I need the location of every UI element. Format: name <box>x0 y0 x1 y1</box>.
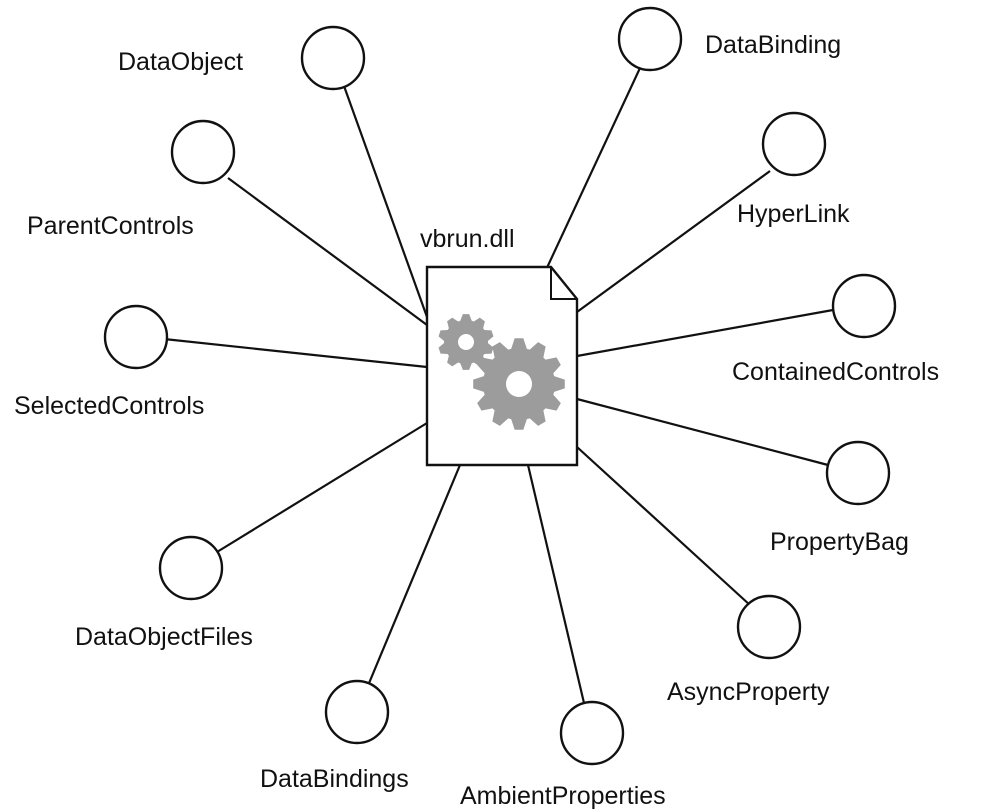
gear-hole <box>458 334 474 350</box>
node-circle <box>158 535 224 601</box>
node-circle <box>825 440 891 506</box>
node-label: HyperLink <box>737 200 850 228</box>
node-dataobjectfiles: DataObjectFiles <box>75 535 253 651</box>
node-hyperlink: HyperLink <box>737 111 850 228</box>
center-label: vbrun.dll <box>420 225 515 253</box>
connector-dataobjectfiles <box>216 422 428 553</box>
node-propertybag: PropertyBag <box>770 440 909 556</box>
node-label: AmbientProperties <box>460 782 666 810</box>
connector-selectedcontrols <box>163 337 428 369</box>
connector-dataobject <box>342 85 429 318</box>
node-label: ParentControls <box>27 212 194 240</box>
node-databinding: DataBinding <box>617 6 841 72</box>
node-containedcontrols: ContainedControls <box>732 273 939 386</box>
node-asyncproperty: AsyncProperty <box>667 594 830 706</box>
node-dataobject: DataObject <box>118 25 366 91</box>
connector-containedcontrols <box>576 308 834 358</box>
node-label: DataBindings <box>260 765 409 793</box>
connector-ambientproperties <box>526 464 586 704</box>
node-label: DataObject <box>118 48 243 76</box>
node-ambientproperties: AmbientProperties <box>460 700 666 810</box>
node-label: DataBinding <box>705 31 841 59</box>
large-gear-icon <box>473 338 565 430</box>
node-circle <box>617 6 683 72</box>
node-label: PropertyBag <box>770 528 909 556</box>
node-circle <box>559 700 625 766</box>
connector-hyperlink <box>576 170 771 313</box>
node-databindings: DataBindings <box>260 679 409 793</box>
node-label: DataObjectFiles <box>75 623 253 651</box>
connector-databinding <box>544 67 641 273</box>
connector-parentcontrols <box>227 177 428 326</box>
node-label: AsyncProperty <box>667 678 830 706</box>
gear-hole <box>506 371 532 397</box>
node-circle <box>103 304 169 370</box>
connector-propertybag <box>576 397 829 467</box>
node-circle <box>761 111 827 177</box>
connectors <box>163 67 834 704</box>
node-parentcontrols: ParentControls <box>27 119 236 240</box>
connector-asyncproperty <box>576 446 752 607</box>
node-circle <box>736 594 802 660</box>
node-circle <box>300 25 366 91</box>
node-circle <box>831 273 897 339</box>
small-gear-icon <box>438 314 494 370</box>
node-label: ContainedControls <box>732 358 939 386</box>
vbrun-dll-file: vbrun.dll <box>420 225 579 467</box>
node-circle <box>170 119 236 185</box>
file-corner-fold <box>550 267 577 300</box>
node-selectedcontrols: SelectedControls <box>14 304 204 420</box>
connector-databindings <box>365 464 462 689</box>
node-circle <box>324 679 390 745</box>
node-label: SelectedControls <box>14 392 204 420</box>
